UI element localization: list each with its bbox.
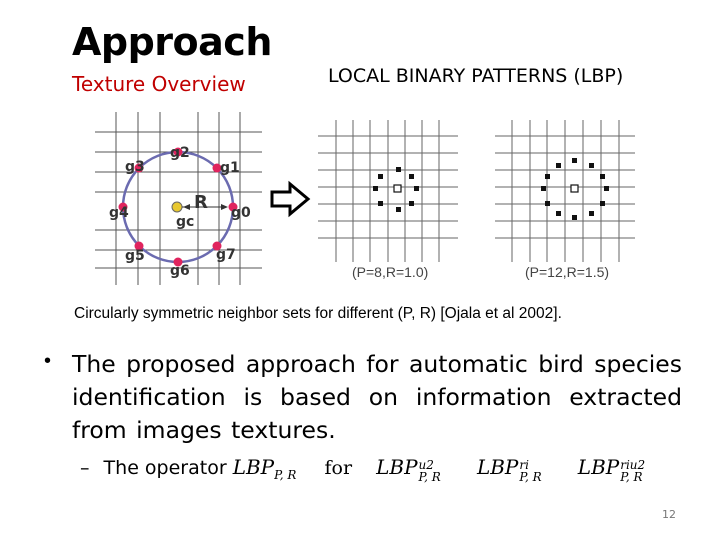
label-g7: g7 bbox=[216, 247, 236, 263]
grid-p12-points bbox=[541, 158, 609, 220]
figure-caption: Circularly symmetric neighbor sets for d… bbox=[74, 305, 562, 322]
operator-base: LBP bbox=[232, 455, 275, 479]
bullet-text: The proposed approach for automatic bird… bbox=[72, 350, 682, 444]
label-gc: gc bbox=[176, 214, 194, 230]
operator-formula: LBPP, R bbox=[232, 455, 297, 482]
variant-u2-sup: u2 bbox=[418, 457, 434, 472]
variant-riu2-sub: P, R bbox=[620, 469, 643, 484]
slide-subtitle: Texture Overview bbox=[72, 72, 246, 96]
variant-ri-sup: ri bbox=[519, 457, 529, 472]
label-g6: g6 bbox=[170, 263, 190, 279]
operator-subscript: P, R bbox=[274, 468, 297, 482]
sub-bullet-dash: – bbox=[80, 457, 90, 479]
grid-p8 bbox=[318, 120, 458, 262]
variant-riu2-sup: riu2 bbox=[620, 457, 646, 472]
lbp-figure: g2 g1 g3 g0 g4 g5 g7 g6 gc R bbox=[95, 112, 635, 285]
slide-title: Approach bbox=[72, 20, 272, 64]
neighborhood-grid bbox=[95, 112, 262, 285]
variant-u2-base: LBP bbox=[376, 455, 418, 479]
right-arrow-icon bbox=[270, 180, 311, 218]
label-g1: g1 bbox=[220, 160, 240, 176]
bullet-marker: • bbox=[44, 350, 52, 372]
label-g2: g2 bbox=[170, 145, 190, 161]
variant-ri-base: LBP bbox=[476, 455, 519, 479]
grid-p12 bbox=[495, 120, 635, 262]
neighbor-dots bbox=[118, 147, 238, 267]
label-g0: g0 bbox=[231, 205, 251, 221]
for-word: for bbox=[324, 457, 353, 479]
grid-p12-label: (P=12,R=1.5) bbox=[525, 264, 609, 280]
grid-p8-points bbox=[373, 167, 419, 212]
label-g3: g3 bbox=[125, 159, 145, 175]
page-number: 12 bbox=[662, 508, 676, 521]
label-g5: g5 bbox=[125, 248, 145, 264]
sub-bullet-prefix: The operator bbox=[103, 457, 227, 479]
grid-p8-label: (P=8,R=1.0) bbox=[352, 264, 428, 280]
variant-ri-sub: P, R bbox=[519, 469, 542, 484]
center-dot bbox=[171, 201, 183, 213]
label-R: R bbox=[194, 192, 208, 213]
label-g4: g4 bbox=[109, 205, 129, 221]
variant-riu2-base: LBP bbox=[577, 455, 620, 479]
lbp-heading: LOCAL BINARY PATTERNS (LBP) bbox=[328, 65, 624, 87]
variant-u2-sub: P, R bbox=[418, 469, 441, 484]
